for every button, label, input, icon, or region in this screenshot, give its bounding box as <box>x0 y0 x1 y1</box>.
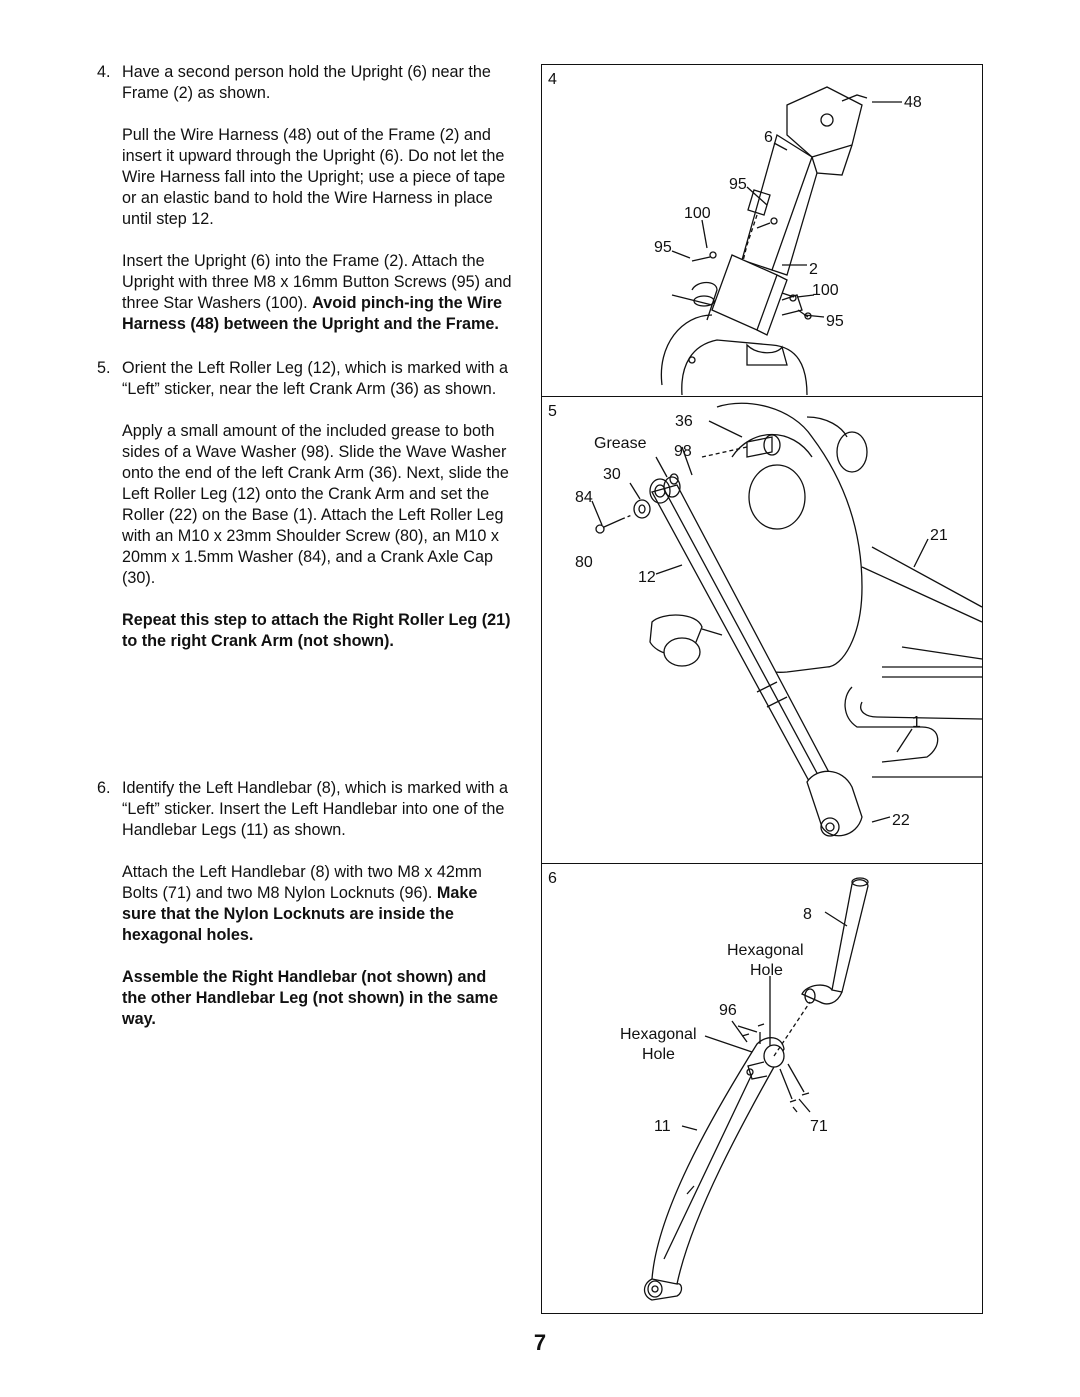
callout-21: 21 <box>930 527 948 544</box>
callout-2: 2 <box>809 261 818 278</box>
step-paragraph: Attach the Left Handlebar (8) with two M… <box>122 862 515 946</box>
callout-95: 95 <box>654 239 672 256</box>
step-4: 4. Have a second person hold the Upright… <box>97 62 515 335</box>
roller-leg-assembly-diagram: 36 Grease 98 30 84 80 12 21 1 22 <box>575 402 983 837</box>
callout-12: 12 <box>638 569 656 586</box>
callout-100: 100 <box>812 282 839 299</box>
step-text: Insert the Upright (6) into the Frame (2… <box>122 252 512 312</box>
callout-hole: Hole <box>750 962 783 979</box>
step-paragraph: Orient the Left Roller Leg (12), which i… <box>122 359 508 398</box>
step-warning: Repeat this step to attach the Right Rol… <box>122 611 511 650</box>
callout-22: 22 <box>892 812 910 829</box>
figure-number: 6 <box>548 870 557 887</box>
callout-6: 6 <box>764 129 773 146</box>
callout-hexagonal: Hexagonal <box>620 1026 697 1043</box>
figure-number: 5 <box>548 403 557 420</box>
callout-95: 95 <box>826 313 844 330</box>
figure-6-panel: 6 <box>541 863 983 1314</box>
step-number: 4. <box>97 63 111 81</box>
step-warning: Make sure that the Nylon Locknuts are in… <box>122 884 478 944</box>
callout-30: 30 <box>603 466 621 483</box>
step-paragraph: Have a second person hold the Upright (6… <box>122 63 491 102</box>
figure-4-panel: 4 <box>541 64 983 397</box>
callout-71: 71 <box>810 1118 828 1135</box>
figure-5-panel: 5 <box>541 396 983 864</box>
step-paragraph: Repeat this step to attach the Right Rol… <box>122 610 515 652</box>
callout-100: 100 <box>684 205 711 222</box>
step-warning: Assemble the Right Handlebar (not shown)… <box>122 968 498 1028</box>
step-number: 6. <box>97 779 111 797</box>
figure-number: 4 <box>548 71 557 88</box>
step-paragraph: Assemble the Right Handlebar (not shown)… <box>122 967 515 1030</box>
callout-95: 95 <box>729 176 747 193</box>
step-5: 5. Orient the Left Roller Leg (12), whic… <box>97 358 515 652</box>
callout-98: 98 <box>674 443 692 460</box>
callout-1: 1 <box>912 714 921 731</box>
step-6: 6. Identify the Left Handlebar (8), whic… <box>97 778 515 1030</box>
callout-96: 96 <box>719 1002 737 1019</box>
callout-48: 48 <box>904 94 922 111</box>
callout-84: 84 <box>575 489 593 506</box>
instructions-column: 4. Have a second person hold the Upright… <box>97 62 515 1051</box>
handlebar-assembly-diagram: 8 Hexagonal Hole 96 Hexagonal Hole 11 71 <box>620 877 869 1301</box>
upright-assembly-diagram: 48 6 95 100 95 2 100 95 <box>654 86 922 396</box>
callout-hexagonal: Hexagonal <box>727 942 804 959</box>
callout-8: 8 <box>803 906 812 923</box>
step-paragraph: Pull the Wire Harness (48) out of the Fr… <box>122 126 506 228</box>
callout-36: 36 <box>675 413 693 430</box>
callout-grease: Grease <box>594 435 647 452</box>
page-number: 7 <box>533 1330 547 1355</box>
step-paragraph: Identify the Left Handlebar (8), which i… <box>122 779 508 839</box>
callout-11: 11 <box>654 1118 671 1135</box>
callout-hole: Hole <box>642 1046 675 1063</box>
step-paragraph: Insert the Upright (6) into the Frame (2… <box>122 251 515 335</box>
step-number: 5. <box>97 359 111 377</box>
step-paragraph: Apply a small amount of the included gre… <box>122 422 509 587</box>
step-warning: Avoid pinch-ing the Wire Harness (48) be… <box>122 294 503 333</box>
callout-80: 80 <box>575 554 593 571</box>
step-text: Attach the Left Handlebar (8) with two M… <box>122 863 482 902</box>
